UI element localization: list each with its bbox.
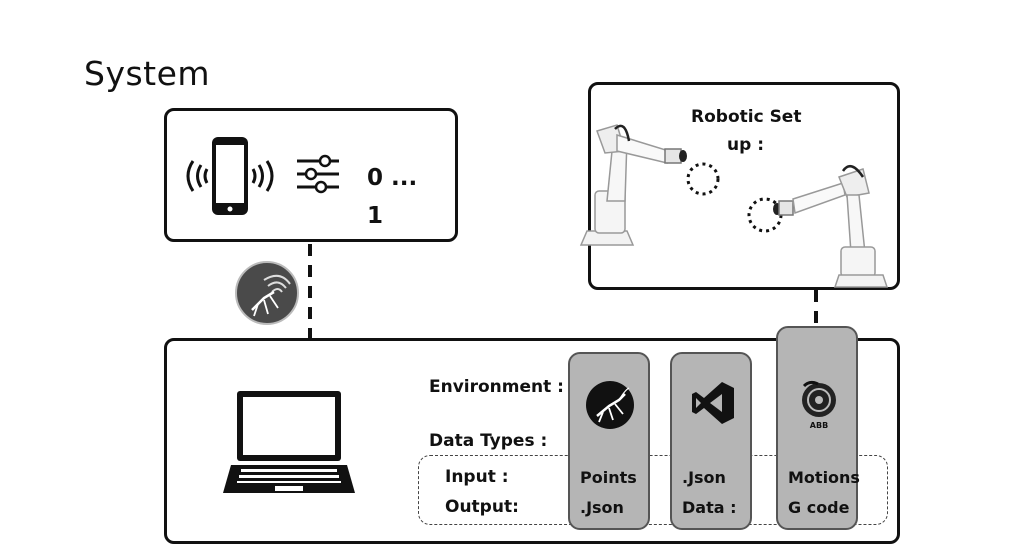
column-input-value: Motions	[788, 468, 860, 487]
column-robotstudio: ABB Motions G code	[776, 326, 860, 530]
robot-label-line1: Robotic Set	[691, 107, 802, 127]
grasshopper-badge-icon	[235, 261, 299, 325]
page-title: System	[84, 54, 211, 93]
robot-arm-left-icon	[579, 124, 720, 246]
abb-logo-text: ABB	[810, 421, 828, 430]
output-label: Output:	[445, 497, 519, 517]
input-label: Input :	[445, 467, 509, 487]
column-input-value: Points	[580, 468, 637, 487]
grasshopper-icon	[586, 381, 634, 429]
data-types-label: Data Types :	[429, 431, 548, 451]
robot-box: Robotic Set up :	[579, 82, 900, 290]
vscode-icon	[692, 382, 734, 424]
column-output-value: G code	[788, 498, 850, 517]
smartphone-wifi-icon	[186, 137, 274, 215]
laptop-icon	[223, 391, 355, 493]
robot-arm-right-icon	[747, 164, 889, 288]
mobile-box: 0 ... 1	[164, 108, 458, 242]
mobile-value-0: 0 ...	[367, 165, 418, 191]
mobile-value-1: 1	[367, 203, 384, 229]
abb-robotstudio-icon: ABB	[802, 380, 836, 430]
column-output-value: .Json	[580, 498, 624, 517]
environment-label: Environment :	[429, 377, 564, 397]
column-grasshopper: Points .Json	[568, 352, 650, 530]
sliders-icon	[297, 154, 339, 194]
column-input-value: .Json	[682, 468, 726, 487]
column-output-value: Data :	[682, 498, 737, 517]
column-vscode: .Json Data :	[670, 352, 752, 530]
data-types-group	[418, 455, 888, 525]
robot-label-line2: up :	[727, 135, 764, 155]
